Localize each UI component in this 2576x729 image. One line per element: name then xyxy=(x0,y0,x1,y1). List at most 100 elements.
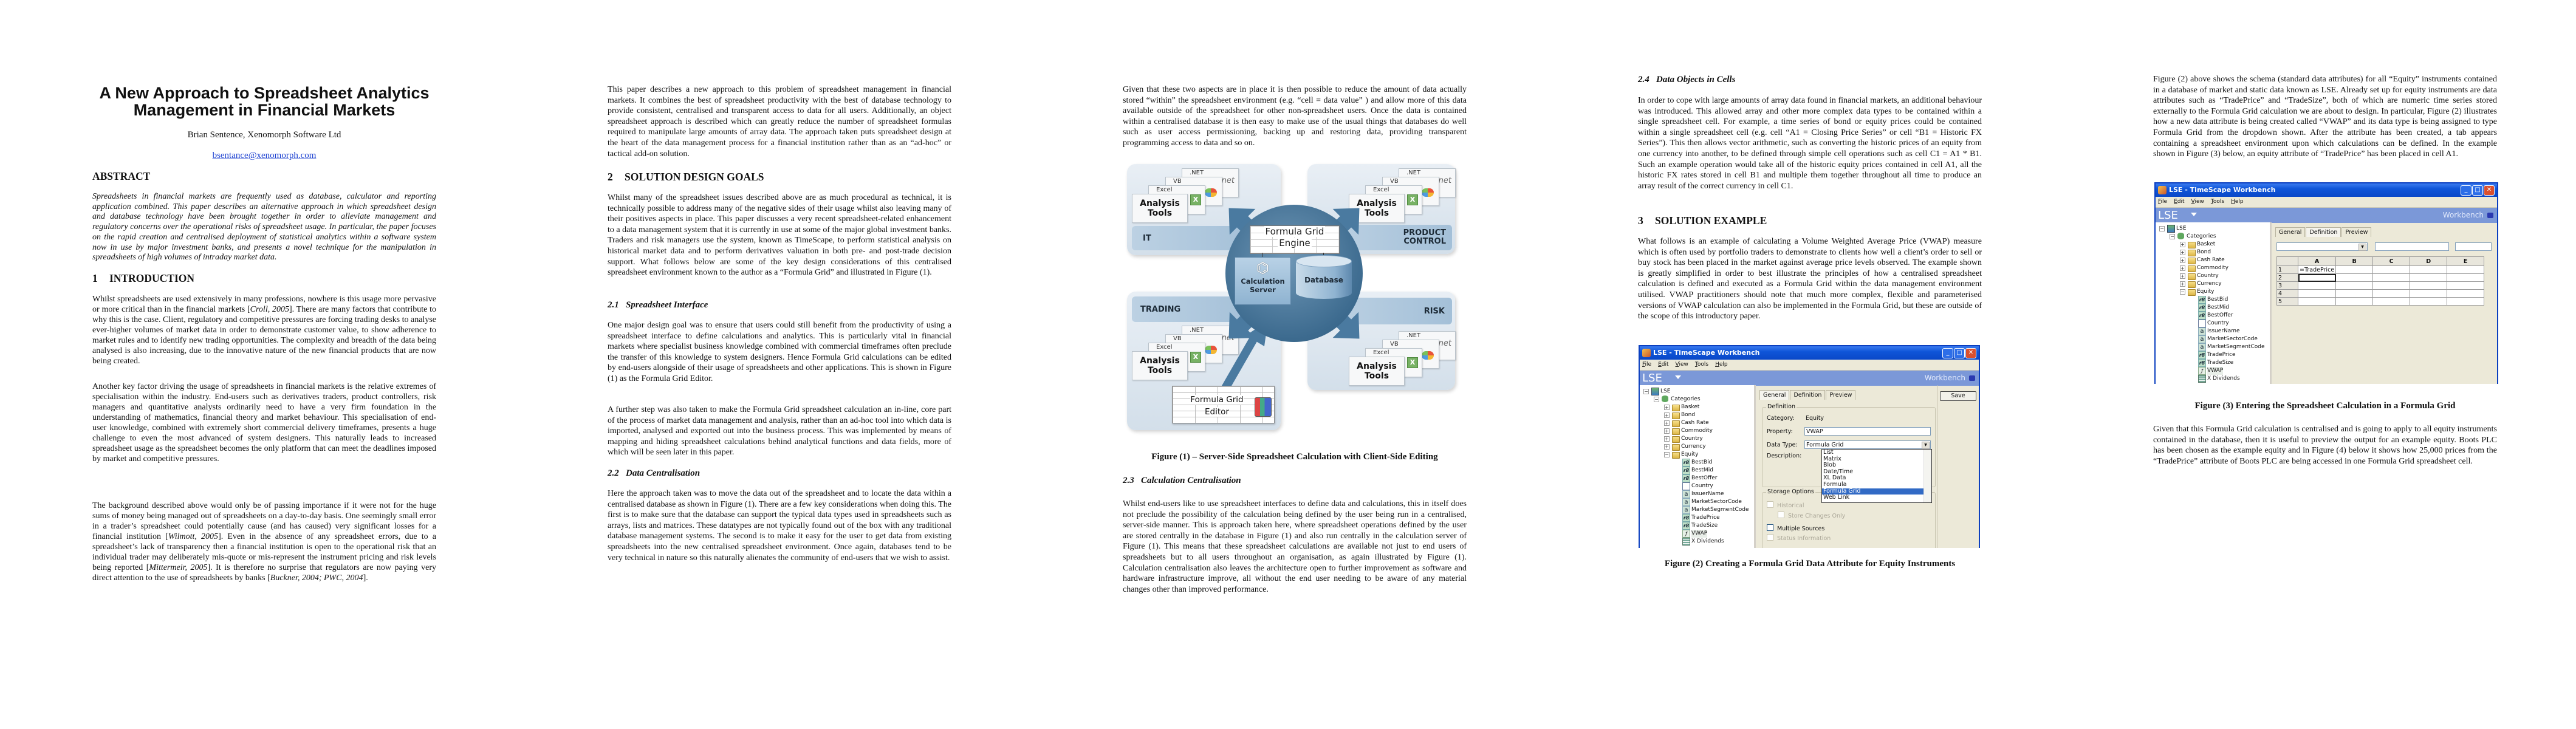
function-select[interactable]: ▼ xyxy=(2276,242,2368,251)
menu-item-file[interactable]: File xyxy=(1642,361,1652,368)
grid-cell[interactable] xyxy=(2410,265,2448,274)
tab-general[interactable]: General xyxy=(1759,390,1790,400)
grid-cell[interactable] xyxy=(2335,273,2374,282)
tab-general[interactable]: General xyxy=(2275,227,2306,237)
collapse-toggle-icon[interactable]: − xyxy=(1643,389,1649,394)
expand-toggle-icon[interactable]: + xyxy=(1664,444,1670,450)
expand-toggle-icon[interactable]: + xyxy=(2180,265,2185,271)
grid-cell[interactable] xyxy=(2297,273,2337,282)
menu-item-help[interactable]: Help xyxy=(1715,361,1728,368)
expand-toggle-icon[interactable]: + xyxy=(1664,420,1670,426)
tree-item[interactable]: +Basket xyxy=(1640,403,1753,411)
grid-cell[interactable] xyxy=(2335,281,2374,290)
dropdown-option[interactable]: Web Link xyxy=(1823,494,1850,501)
dropdown-option[interactable]: XL Data xyxy=(1823,474,1846,482)
row-header[interactable]: 2 xyxy=(2276,273,2298,282)
database-selector[interactable]: LSE xyxy=(2158,209,2178,222)
expand-toggle-icon[interactable]: + xyxy=(2180,258,2185,263)
menu-item-edit[interactable]: Edit xyxy=(1658,361,1669,368)
tree-item[interactable]: +Currency xyxy=(1640,443,1753,451)
grid-cell[interactable] xyxy=(2447,297,2485,306)
grid-cell[interactable] xyxy=(2410,297,2448,306)
dropdown-arrow-icon[interactable]: ▼ xyxy=(2358,244,2366,251)
minimize-button[interactable]: _ xyxy=(2461,185,2472,196)
row-header[interactable]: 3 xyxy=(2276,281,2298,290)
grid-cell[interactable] xyxy=(2372,289,2411,298)
tab-preview[interactable]: Preview xyxy=(2341,227,2372,237)
collapse-toggle-icon[interactable]: − xyxy=(2159,226,2165,231)
tree-item[interactable]: +Country xyxy=(2156,272,2269,280)
dropdown-arrow-icon[interactable]: ▼ xyxy=(1922,442,1930,449)
grid-cell[interactable] xyxy=(2447,265,2485,274)
save-button[interactable]: Save xyxy=(1940,391,1976,401)
column-header[interactable]: C xyxy=(2372,256,2411,266)
tree-item[interactable]: +Cash Rate xyxy=(2156,256,2269,264)
tree-item[interactable]: −Categories xyxy=(2156,233,2269,241)
grid-cell[interactable] xyxy=(2447,281,2485,290)
menu-item-help[interactable]: Help xyxy=(2231,199,2244,205)
maximize-button[interactable]: □ xyxy=(1954,348,1965,358)
tree-item[interactable]: −Equity xyxy=(1640,451,1753,459)
grid-cell[interactable] xyxy=(2297,297,2337,306)
grid-cell[interactable]: =TradePrice xyxy=(2297,265,2337,274)
tree-item[interactable]: −Categories xyxy=(1640,395,1753,403)
formula-input[interactable] xyxy=(2375,242,2449,251)
checkbox-option[interactable]: Multiple Sources xyxy=(1767,524,1824,532)
collapse-toggle-icon[interactable]: − xyxy=(1654,397,1659,402)
expand-toggle-icon[interactable]: + xyxy=(1664,405,1670,410)
column-header[interactable]: E xyxy=(2447,256,2485,266)
grid-cell[interactable] xyxy=(2372,273,2411,282)
dropdown-option[interactable]: Formula Grid xyxy=(1822,488,1931,495)
tree-item[interactable]: +Bond xyxy=(1640,411,1753,419)
grid-cell[interactable] xyxy=(2372,281,2411,290)
close-button[interactable]: ✕ xyxy=(2484,185,2495,196)
close-button[interactable]: ✕ xyxy=(1965,348,1976,358)
tree-item[interactable]: +Commodity xyxy=(1640,427,1753,435)
menu-item-tools[interactable]: Tools xyxy=(2210,199,2225,205)
data-type-select[interactable]: Formula Grid ▼ xyxy=(1804,440,1931,449)
grid-cell[interactable] xyxy=(2335,289,2374,298)
grid-cell[interactable] xyxy=(2447,273,2485,282)
grid-cell[interactable] xyxy=(2447,289,2485,298)
expand-toggle-icon[interactable]: + xyxy=(2180,281,2185,287)
tree-item[interactable]: X Dividends xyxy=(1640,538,1753,546)
menu-item-file[interactable]: File xyxy=(2158,199,2168,205)
expand-toggle-icon[interactable]: + xyxy=(1664,412,1670,418)
formula-input-secondary[interactable] xyxy=(2455,242,2492,251)
tree-item[interactable]: −LSE xyxy=(2156,225,2269,233)
row-header[interactable]: 1 xyxy=(2276,265,2298,274)
column-header[interactable]: D xyxy=(2410,256,2448,266)
maximize-button[interactable]: □ xyxy=(2472,185,2483,196)
tree-item[interactable]: +Commodity xyxy=(2156,264,2269,272)
tree-item[interactable]: X Dividends xyxy=(2156,375,2269,383)
checkbox[interactable] xyxy=(1767,524,1773,531)
chevron-down-icon[interactable] xyxy=(1675,375,1681,379)
property-input[interactable]: VWAP xyxy=(1804,427,1931,436)
collapse-toggle-icon[interactable]: − xyxy=(2180,289,2185,295)
tree-item[interactable]: +Country xyxy=(1640,435,1753,443)
menu-item-edit[interactable]: Edit xyxy=(2174,199,2185,205)
grid-cell[interactable] xyxy=(2410,281,2448,290)
tree-item[interactable]: +Basket xyxy=(2156,241,2269,248)
collapse-toggle-icon[interactable]: − xyxy=(2170,234,2175,239)
grid-cell[interactable] xyxy=(2410,289,2448,298)
database-selector[interactable]: LSE xyxy=(1642,372,1662,385)
expand-toggle-icon[interactable]: + xyxy=(2180,273,2185,279)
chevron-down-icon[interactable] xyxy=(2191,213,2197,216)
column-header[interactable]: B xyxy=(2335,256,2374,266)
corner-cell[interactable] xyxy=(2276,256,2298,266)
menu-item-view[interactable]: View xyxy=(1675,361,1688,368)
